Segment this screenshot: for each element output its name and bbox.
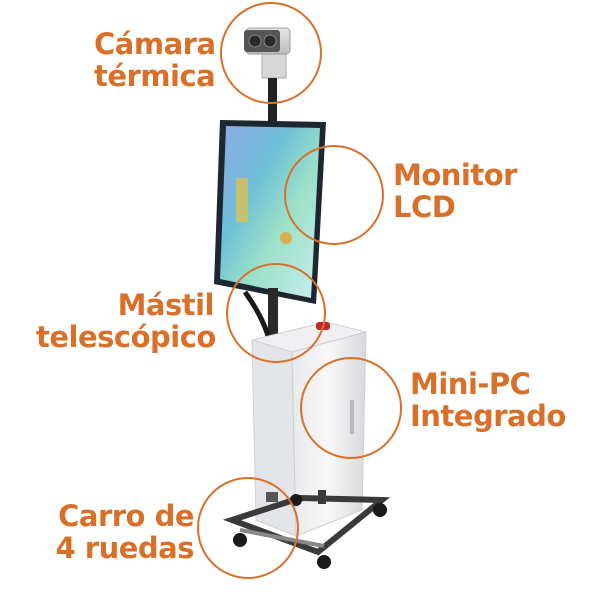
camera-label: Cámara térmica	[94, 27, 216, 93]
minipc-callout-ring	[300, 357, 402, 459]
camera-label-line-1: Cámara	[94, 27, 216, 61]
minipc-label: Mini-PC Integrado	[410, 368, 566, 432]
minipc-label-line-2: Integrado	[410, 399, 566, 433]
monitor-label-line-1: Monitor	[393, 158, 517, 192]
camera-callout-ring	[220, 2, 322, 104]
cart-label-line-2: 4 ruedas	[55, 531, 195, 565]
minipc-label-line-1: Mini-PC	[410, 367, 531, 401]
monitor-label: Monitor LCD	[393, 159, 517, 223]
cart-callout-ring	[197, 477, 299, 579]
thermal-figure	[236, 178, 248, 222]
camera-label-line-2: térmica	[94, 59, 216, 93]
cart-label-line-1: Carro de	[58, 499, 194, 533]
mast-label-line-2: telescópico	[36, 320, 216, 354]
mast-label-line-1: Mástil	[117, 288, 215, 322]
monitor-callout-ring	[284, 145, 384, 245]
cart-label: Carro de 4 ruedas	[54, 499, 195, 565]
wheel-front-right	[317, 555, 331, 569]
mast-callout-ring	[226, 263, 326, 363]
mast-label: Mástil telescópico	[36, 288, 216, 354]
wheel-back-right	[373, 503, 387, 517]
monitor-label-line-2: LCD	[393, 190, 456, 224]
thermal-spot	[280, 232, 292, 244]
